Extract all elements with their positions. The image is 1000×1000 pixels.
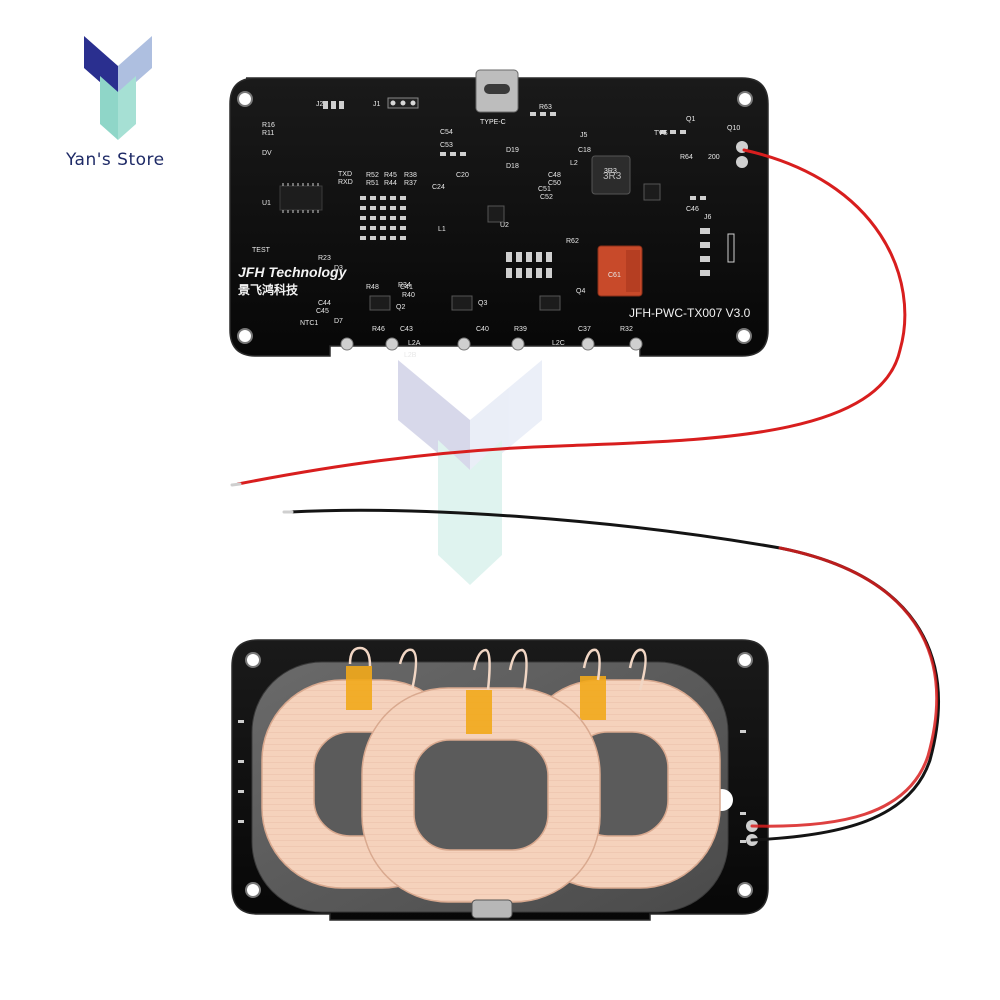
- silk-label: R40: [402, 292, 415, 299]
- side-components: [238, 720, 746, 843]
- silk-label: R64: [680, 154, 693, 161]
- mount-hole: [737, 652, 753, 668]
- output-pads: [700, 228, 735, 276]
- silk-label: J5: [580, 132, 588, 139]
- inductor-3r3: 3R3: [591, 155, 631, 195]
- silk-label: C50: [548, 180, 561, 187]
- store-logo: [84, 36, 152, 140]
- silk-label: DV: [262, 150, 272, 157]
- silk-label: R44: [384, 180, 397, 187]
- type-c-label: TYPE-C: [480, 119, 506, 126]
- silk-label: C52: [540, 194, 553, 201]
- silk-label: D19: [506, 147, 519, 154]
- silk-label: C41: [400, 284, 413, 291]
- main-ic-chip: [279, 183, 323, 213]
- silk-label: R16: [262, 122, 275, 129]
- wires: [230, 148, 940, 842]
- silk-label: L1: [438, 226, 446, 233]
- silk-label: D7: [334, 318, 343, 325]
- silk-label: NTC1: [300, 320, 319, 327]
- silk-label: R23: [318, 255, 331, 262]
- silk-label: Q1: [686, 116, 696, 123]
- silk-label: L2: [570, 160, 578, 167]
- silk-label: R62: [566, 238, 579, 245]
- red-wire-top: [236, 148, 907, 486]
- pads-j2: [323, 101, 344, 109]
- mount-hole: [737, 91, 753, 107]
- silk-label: R11: [262, 130, 275, 137]
- silk-label: R45: [384, 172, 397, 179]
- silk-label: C51: [538, 186, 551, 193]
- silk-label: C48: [548, 172, 561, 179]
- silk-label: C18: [578, 147, 591, 154]
- silk-label: Q2: [396, 304, 406, 311]
- silk-label: R51: [366, 180, 379, 187]
- smd-component-cluster: [360, 112, 706, 278]
- coil-terminals: [340, 337, 643, 351]
- top-pcb-board: 3R3: [229, 69, 769, 357]
- silk-label: D3: [334, 265, 343, 272]
- silk-label: D18: [506, 163, 519, 170]
- silk-label: Q4: [576, 288, 586, 295]
- silk-label: C20: [456, 172, 469, 179]
- bottom-connector: [471, 899, 513, 919]
- silk-label: L2B: [404, 352, 417, 359]
- silk-label: 3R3: [604, 168, 617, 175]
- silk-label: R32: [620, 326, 633, 333]
- silk-label: L2A: [408, 340, 421, 347]
- silk-label: C61: [608, 272, 621, 279]
- mount-hole: [245, 652, 261, 668]
- coil-middle: [361, 687, 601, 903]
- silk-label: U1: [262, 200, 271, 207]
- silk-label: R34: [398, 282, 411, 289]
- silk-label: C43: [400, 326, 413, 333]
- silk-label: R39: [514, 326, 527, 333]
- silk-label: J1: [373, 101, 381, 108]
- svg-text:3R3: 3R3: [603, 171, 622, 182]
- driver-chips: [369, 183, 661, 311]
- silk-label: C44: [318, 300, 331, 307]
- silk-label: L2C: [552, 340, 565, 347]
- pin-header-j1: [387, 97, 419, 109]
- coil-leads: [348, 646, 647, 691]
- silk-label: R46: [372, 326, 385, 333]
- silk-label: C24: [432, 184, 445, 191]
- silk-label: R48: [366, 284, 379, 291]
- board-model-label: JFH-PWC-TX007 V3.0: [629, 306, 751, 320]
- silk-label: Q10: [727, 125, 741, 132]
- silk-label: 200: [708, 154, 720, 161]
- silk-label: R38: [404, 172, 417, 179]
- silk-label: J2: [316, 101, 324, 108]
- silk-label: R37: [404, 180, 417, 187]
- mount-hole: [237, 91, 253, 107]
- silk-label: C45: [316, 308, 329, 315]
- usb-type-c-connector: [475, 69, 519, 113]
- silk-label: Q3: [478, 300, 488, 307]
- silk-label: C46: [686, 206, 699, 213]
- silk-label: TEST: [252, 247, 270, 254]
- silk-label: C37: [578, 326, 591, 333]
- board-company-cn-label: 景飞鸿科技: [238, 283, 299, 297]
- board-company-label: JFH Technology: [238, 264, 347, 280]
- silk-label: TXD: [338, 171, 352, 178]
- red-wire-bottom: [750, 546, 939, 828]
- mount-hole: [237, 328, 253, 344]
- silk-label: J6: [704, 214, 712, 221]
- mount-hole: [245, 882, 261, 898]
- watermark-logo: [398, 360, 542, 585]
- bottom-pcb-board: [231, 639, 769, 921]
- silk-label: C54: [440, 129, 453, 136]
- silk-label: R63: [539, 104, 552, 111]
- silk-label: U2: [500, 222, 509, 229]
- silk-label: RXD: [338, 179, 353, 186]
- mount-hole: [737, 882, 753, 898]
- silk-label: R52: [366, 172, 379, 179]
- film-capacitor: [597, 245, 643, 297]
- silk-label: C53: [440, 142, 453, 149]
- silk-label: TVS: [654, 130, 668, 137]
- store-name: Yan's Store: [66, 150, 165, 170]
- mount-hole: [736, 328, 752, 344]
- silk-label: C40: [476, 326, 489, 333]
